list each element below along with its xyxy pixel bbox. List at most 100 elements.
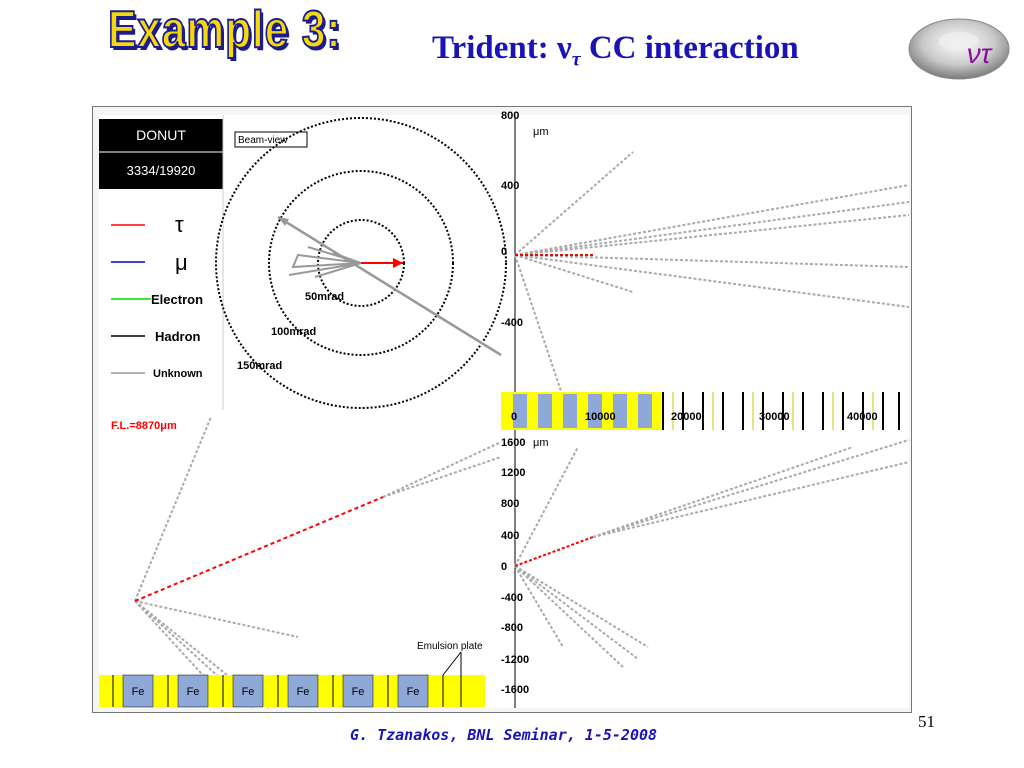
x-tick-40000: 40000 [847,411,878,423]
beam-view-circle-100mrad [268,170,454,356]
fe-block [342,674,374,708]
event-3d-tau-track [134,496,384,602]
top-view-track [514,214,910,256]
side-view-track [514,565,639,660]
side-view-tick-400: 400 [501,530,519,542]
fe-label: Fe [297,686,310,698]
event-3d-track [134,416,212,602]
side-view-track [514,446,579,567]
top-view-track [514,254,910,308]
fe-block [287,674,319,708]
side-view-tick-1600: 1600 [501,437,525,449]
detector-strip-yellow-region [501,392,661,430]
beam-view-tracks [277,215,502,357]
legend-hadron-label: Hadron [155,329,201,344]
top-view-panel [501,115,909,400]
top-view-unit: μm [533,126,549,138]
x-tick-0: 0 [511,411,517,423]
side-view-unit: μm [533,437,549,449]
event-3d-panel [99,410,501,708]
side-view-track [514,565,564,648]
beam-view-label-box [234,131,308,148]
slide-subtitle: Trident: ντ CC interaction [432,30,799,71]
event-display: DONUT 3334/19920 τ μ Electron Hadron Unk… [99,110,910,709]
side-view-tick-0: 0 [501,561,507,573]
side-view-tau-track [514,536,594,567]
fe-block [122,674,154,708]
side-view-tick-minus400: -400 [501,592,523,604]
top-view-tick-minus400: -400 [501,317,523,329]
detector-strip-fe-blocks [513,394,652,428]
event-3d-track [134,600,299,638]
detector-strip-fe-block [538,394,552,428]
circle-label-100mrad: 100mrad [271,326,316,338]
beam-view-label: Beam-view [238,135,288,146]
legend-unknown-label: Unknown [153,368,203,380]
side-view-tick-minus1200: -1200 [501,654,529,666]
fe-label: Fe [132,686,145,698]
top-view-tick-0: 0 [501,246,507,258]
emulsion-pointer [442,651,462,676]
fe-label: Fe [242,686,255,698]
circle-label-150mrad: 150mrad [237,360,282,372]
side-view-tick-800: 800 [501,498,519,510]
beam-view-circle-150mrad [215,117,507,409]
emulsion-plate-label: Emulsion plate [417,641,483,652]
x-tick-20000: 20000 [671,411,702,423]
fe-label: Fe [407,686,420,698]
nu-tau-logo: ντ [908,18,1010,80]
side-view-tick-1200: 1200 [501,467,525,479]
top-view-track [514,184,910,256]
event-id: 3334/19920 [127,163,196,178]
lower-detector-emulsion-lines [112,675,462,707]
detector-strip-fe-block [563,394,577,428]
detector-strip-fe-block [638,394,652,428]
beam-view-circle-50mrad [317,219,405,307]
top-view-track [514,201,910,256]
track-legend: τ μ Electron Hadron Unknown [111,212,203,380]
experiment-name: DONUT [136,127,186,143]
fe-label: Fe [187,686,200,698]
legend-mu-symbol: μ [175,250,188,275]
top-view-track [514,254,634,293]
flight-length-label: F.L.=8870μm [111,420,177,432]
subtitle-prefix: Trident: ν [432,30,572,66]
detector-strip-fe-block [588,394,602,428]
top-view-tick-800: 800 [501,110,519,122]
side-view-tick-minus1600: -1600 [501,684,529,696]
x-tick-10000: 10000 [585,411,616,423]
experiment-label-box [99,119,223,189]
lower-detector-fe-labels: Fe Fe Fe Fe Fe Fe [132,686,420,698]
lower-detector-fe-blocks [122,674,429,708]
fe-label: Fe [352,686,365,698]
side-view-track [592,461,910,538]
beam-view-tau-arrowhead [393,258,403,268]
subtitle-suffix: CC interaction [580,30,799,66]
side-view-tracks [514,439,910,668]
top-view-track [514,254,910,268]
nu-tau-logo-symbol: ντ [967,38,993,69]
side-view-track [592,446,854,538]
legend-tau-symbol: τ [175,212,184,237]
circle-label-50mrad: 50mrad [305,291,344,303]
fe-block [232,674,264,708]
detector-strip-emulsion [672,392,874,430]
detector-strip-fe-block [613,394,627,428]
top-view-tracks [514,151,910,398]
event-3d-track [382,441,502,498]
side-view-track [592,439,910,538]
side-view-ticks: 1600 1200 800 400 0 -400 -800 -1200 -160… [501,437,529,696]
detector-strip-fe-block [513,394,527,428]
side-view-tick-minus800: -800 [501,622,523,634]
example-title: Example 3: [107,1,342,59]
lower-detector: Fe Fe Fe Fe Fe Fe Emulsion plate [99,641,485,708]
detector-layout-strip: 0 10000 20000 30000 40000 [501,392,909,430]
subtitle-tau-subscript: τ [571,48,581,71]
legend-electron-label: Electron [151,292,203,307]
side-view-track [514,565,649,648]
beam-view-track [277,215,502,357]
fe-block [397,674,429,708]
side-view-panel [501,430,909,708]
x-tick-30000: 30000 [759,411,790,423]
detector-strip-layers [662,392,900,430]
